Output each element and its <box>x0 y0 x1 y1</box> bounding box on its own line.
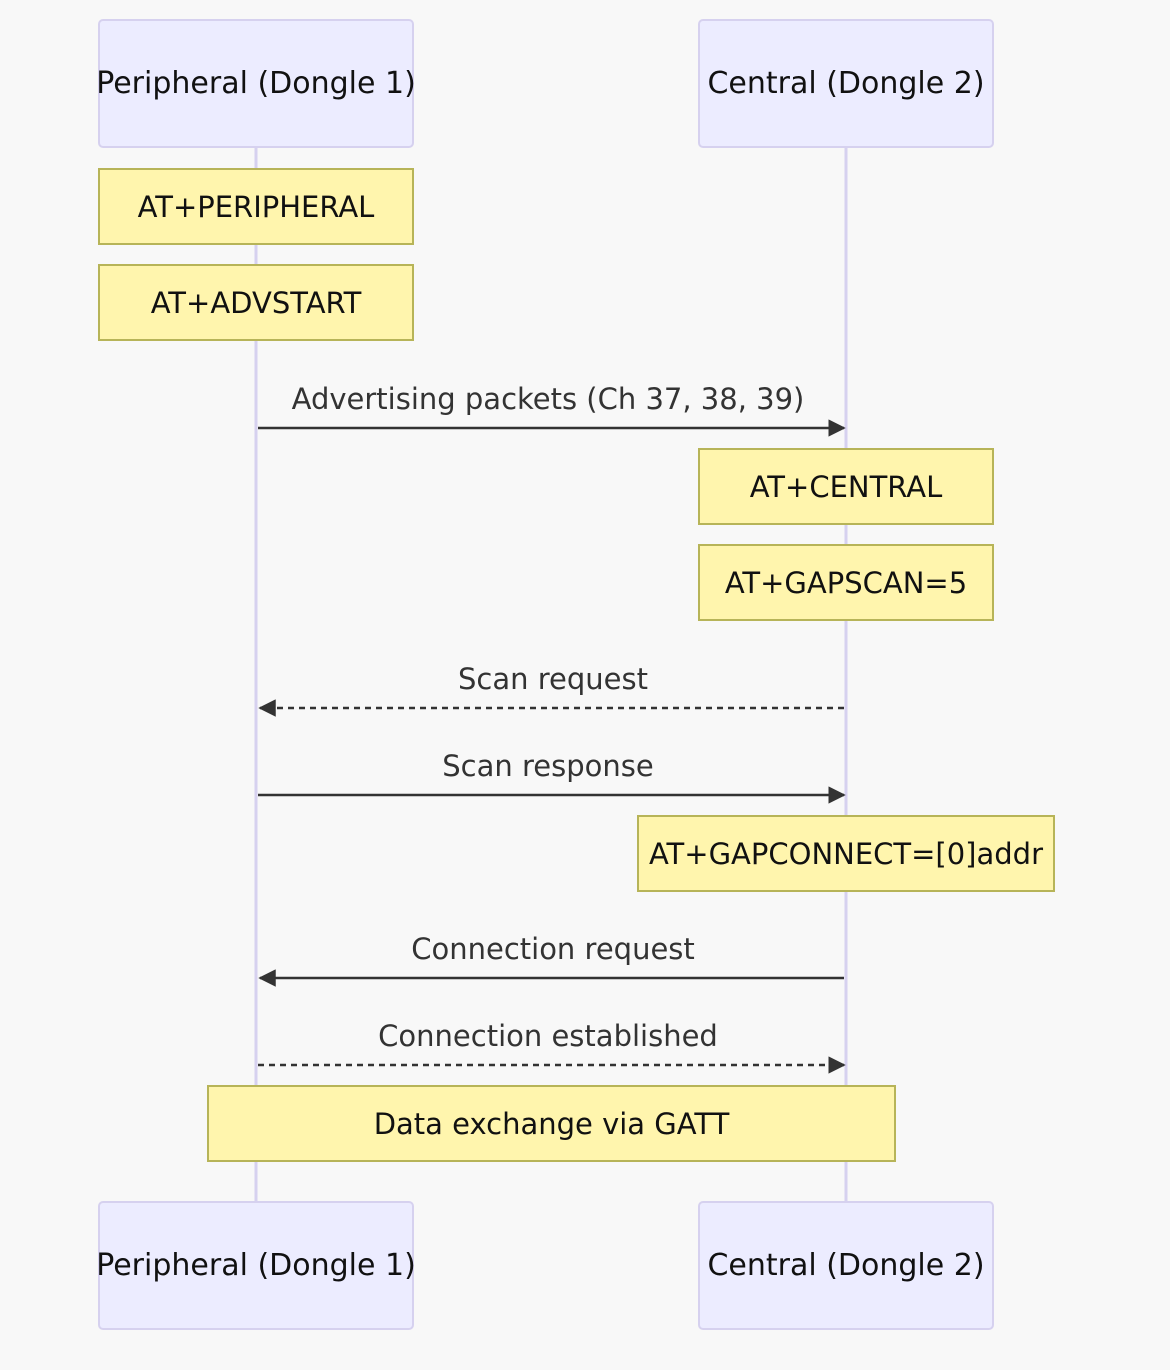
label-scan-request: Scan request <box>458 662 648 696</box>
note-at-gapscan: AT+GAPSCAN=5 <box>698 544 994 621</box>
note-at-central: AT+CENTRAL <box>698 448 994 525</box>
label-connection-established: Connection established <box>378 1019 718 1053</box>
label-connection-request: Connection request <box>411 932 695 966</box>
note-at-gapconnect: AT+GAPCONNECT=[0]addr <box>637 815 1055 892</box>
label-scan-response: Scan response <box>442 749 654 783</box>
actor-peripheral-bottom: Peripheral (Dongle 1) <box>96 1201 416 1330</box>
actor-central-top: Central (Dongle 2) <box>698 19 994 148</box>
actor-central-bottom: Central (Dongle 2) <box>698 1201 994 1330</box>
note-data-exchange: Data exchange via GATT <box>207 1085 896 1162</box>
label-advertising: Advertising packets (Ch 37, 38, 39) <box>291 382 805 416</box>
note-at-advstart: AT+ADVSTART <box>98 264 414 341</box>
actor-peripheral-top: Peripheral (Dongle 1) <box>96 19 416 148</box>
note-at-peripheral: AT+PERIPHERAL <box>98 168 414 245</box>
